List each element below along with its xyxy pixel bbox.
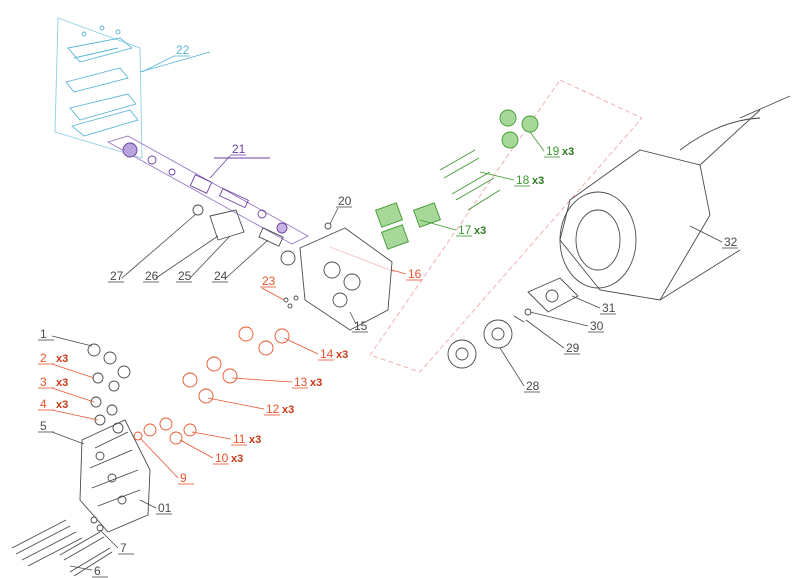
part-label-12: 12 (266, 402, 280, 416)
part-label-32: 32 (724, 235, 738, 249)
qty-label-17: x3 (474, 225, 486, 237)
leader-line-11 (191, 431, 232, 440)
qty-label-19: x3 (562, 146, 574, 158)
leader-line-6 (69, 565, 93, 571)
part-label-4: 4 (40, 397, 47, 411)
part-label-24: 24 (214, 269, 228, 283)
qty-label-13: x3 (310, 377, 322, 389)
leader-line-20 (329, 207, 339, 225)
part-label-31: 31 (602, 301, 616, 315)
part-22-group (65, 25, 211, 137)
pink-frame (369, 79, 643, 373)
qty-label-10: x3 (231, 453, 243, 465)
leader-line-18 (479, 171, 515, 181)
leader-line-24 (225, 239, 269, 279)
qty-label-2: x3 (56, 353, 68, 365)
leader-line-31 (571, 295, 601, 309)
qty-label-11: x3 (249, 434, 261, 446)
leader-line-23 (261, 287, 285, 301)
part-label-13: 13 (294, 375, 308, 389)
leader-line-01 (139, 499, 157, 509)
leader-line-10 (179, 439, 214, 459)
part-21-group (106, 135, 309, 245)
leader-line-2 (51, 363, 95, 379)
leader-line-4 (51, 409, 99, 421)
part-label-23: 23 (262, 274, 276, 288)
part-label-01: 01 (158, 501, 172, 515)
leader-line-5 (51, 431, 85, 445)
leader-line-17 (419, 219, 457, 231)
leader-line-30 (529, 311, 589, 327)
part-label-28: 28 (526, 379, 540, 393)
leader-line-16 (391, 269, 407, 275)
part-label-30: 30 (590, 319, 604, 333)
part-label-20: 20 (338, 194, 352, 208)
leader-line-19 (529, 131, 545, 152)
leader-line-21 (209, 155, 231, 179)
part-label-18: 18 (516, 173, 530, 187)
part-label-16: 16 (408, 267, 422, 281)
part-label-9: 9 (180, 471, 187, 485)
leader-line-12 (207, 397, 265, 410)
leader-lines (51, 55, 723, 571)
leader-line-7 (99, 529, 119, 549)
leader-line-32 (689, 225, 723, 243)
part-label-6: 6 (94, 564, 101, 578)
leader-line-1 (51, 335, 93, 347)
leader-line-29 (525, 319, 565, 349)
part-label-3: 3 (40, 375, 47, 389)
orange-parts-group (133, 326, 290, 445)
part-label-11: 11 (233, 432, 246, 446)
leader-line-25 (189, 235, 231, 279)
qty-label-3: x3 (56, 377, 68, 389)
qty-label-4: x3 (56, 399, 68, 411)
leader-line-13 (231, 377, 293, 383)
leader-line-22 (141, 55, 175, 73)
leader-line-3 (51, 387, 95, 403)
leader-line-14 (283, 337, 319, 355)
part-label-17: 17 (458, 223, 472, 237)
part-label-5: 5 (40, 419, 47, 433)
part-label-15: 15 (354, 319, 368, 333)
leader-line-15 (349, 311, 357, 325)
leader-line-28 (499, 347, 525, 387)
qty-label-12: x3 (282, 404, 294, 416)
part-label-27: 27 (110, 269, 124, 283)
part-label-25: 25 (178, 269, 192, 283)
leader-line-9 (139, 437, 179, 479)
cyan-panel (54, 17, 143, 159)
part-label-19: 19 (546, 144, 560, 158)
part-label-22: 22 (176, 43, 190, 57)
part-label-21: 21 (232, 142, 246, 156)
pump-head-group (11, 95, 791, 577)
leader-line-26 (155, 235, 219, 279)
pink-leader-16 (329, 246, 396, 273)
part-label-29: 29 (566, 341, 580, 355)
part-label-7: 7 (120, 541, 127, 555)
qty-label-14: x3 (336, 349, 348, 361)
part-label-2: 2 (40, 351, 47, 365)
qty-label-18: x3 (532, 175, 544, 187)
leader-line-27 (121, 213, 197, 279)
part-label-26: 26 (145, 269, 159, 283)
part-label-14: 14 (320, 347, 334, 361)
part-label-1: 1 (40, 327, 47, 341)
part-label-10: 10 (215, 451, 229, 465)
green-parts-group (375, 109, 539, 250)
